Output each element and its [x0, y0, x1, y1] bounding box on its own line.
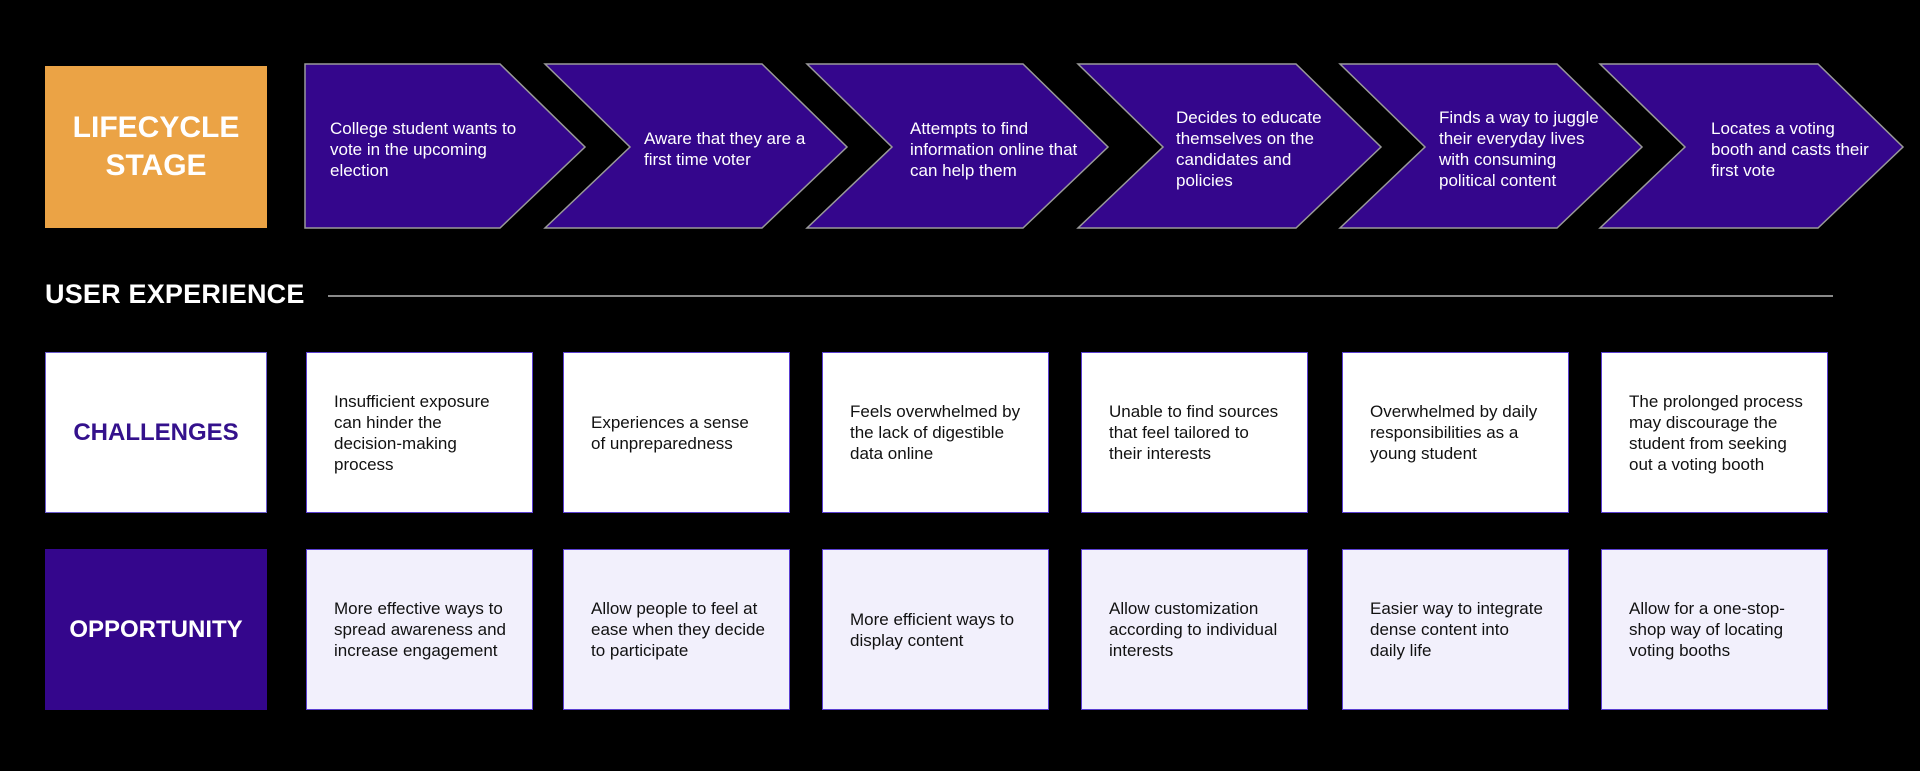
stage-5-text: Finds a way to juggle their everyday liv… [1439, 108, 1599, 190]
challenges-label: CHALLENGES [45, 352, 267, 513]
chevron-stage-6 [1598, 63, 1905, 229]
opportunity-card-5: Easier way to integrate dense content in… [1342, 549, 1569, 710]
opportunity-card-1: More effective ways to spread awareness … [306, 549, 533, 710]
chevron-stage-5 [1338, 63, 1644, 229]
opportunity-card-2: Allow people to feel at ease when they d… [563, 549, 790, 710]
challenge-card-5: Overwhelmed by daily responsibilities as… [1342, 352, 1569, 513]
challenge-card-3: Feels overwhelmed by the lack of digesti… [822, 352, 1049, 513]
stage-1-text: College student wants to vote in the upc… [330, 118, 517, 180]
lifecycle-stage-label: LIFECYCLE STAGE [45, 66, 267, 228]
challenge-card-2: Experiences a sense of unpreparedness [563, 352, 790, 513]
opportunity-card-4: Allow customization according to individ… [1081, 549, 1308, 710]
section-divider [328, 295, 1833, 297]
challenge-card-1: Insufficient exposure can hinder the dec… [306, 352, 533, 513]
challenge-card-6: The prolonged process may discourage the… [1601, 352, 1828, 513]
chevron-stage-3 [805, 63, 1110, 229]
opportunity-card-6: Allow for a one-stop-shop way of locatin… [1601, 549, 1828, 710]
stage-6-text: Locates a voting booth and casts their f… [1711, 118, 1869, 180]
user-experience-title: USER EXPERIENCE [45, 279, 305, 309]
opportunity-label: OPPORTUNITY [45, 549, 267, 710]
chevron-stage-1 [304, 63, 587, 229]
stage-3-text: Attempts to find information online that… [910, 118, 1078, 180]
opportunity-card-3: More efficient ways to display content [822, 549, 1049, 710]
chevron-stage-4 [1076, 63, 1383, 229]
challenge-card-4: Unable to find sources that feel tailore… [1081, 352, 1308, 513]
chevron-stage-2 [543, 63, 849, 229]
stage-2-text: Aware that they are a first time voter [644, 129, 806, 169]
stage-4-text: Decides to educate themselves on the can… [1176, 108, 1322, 190]
